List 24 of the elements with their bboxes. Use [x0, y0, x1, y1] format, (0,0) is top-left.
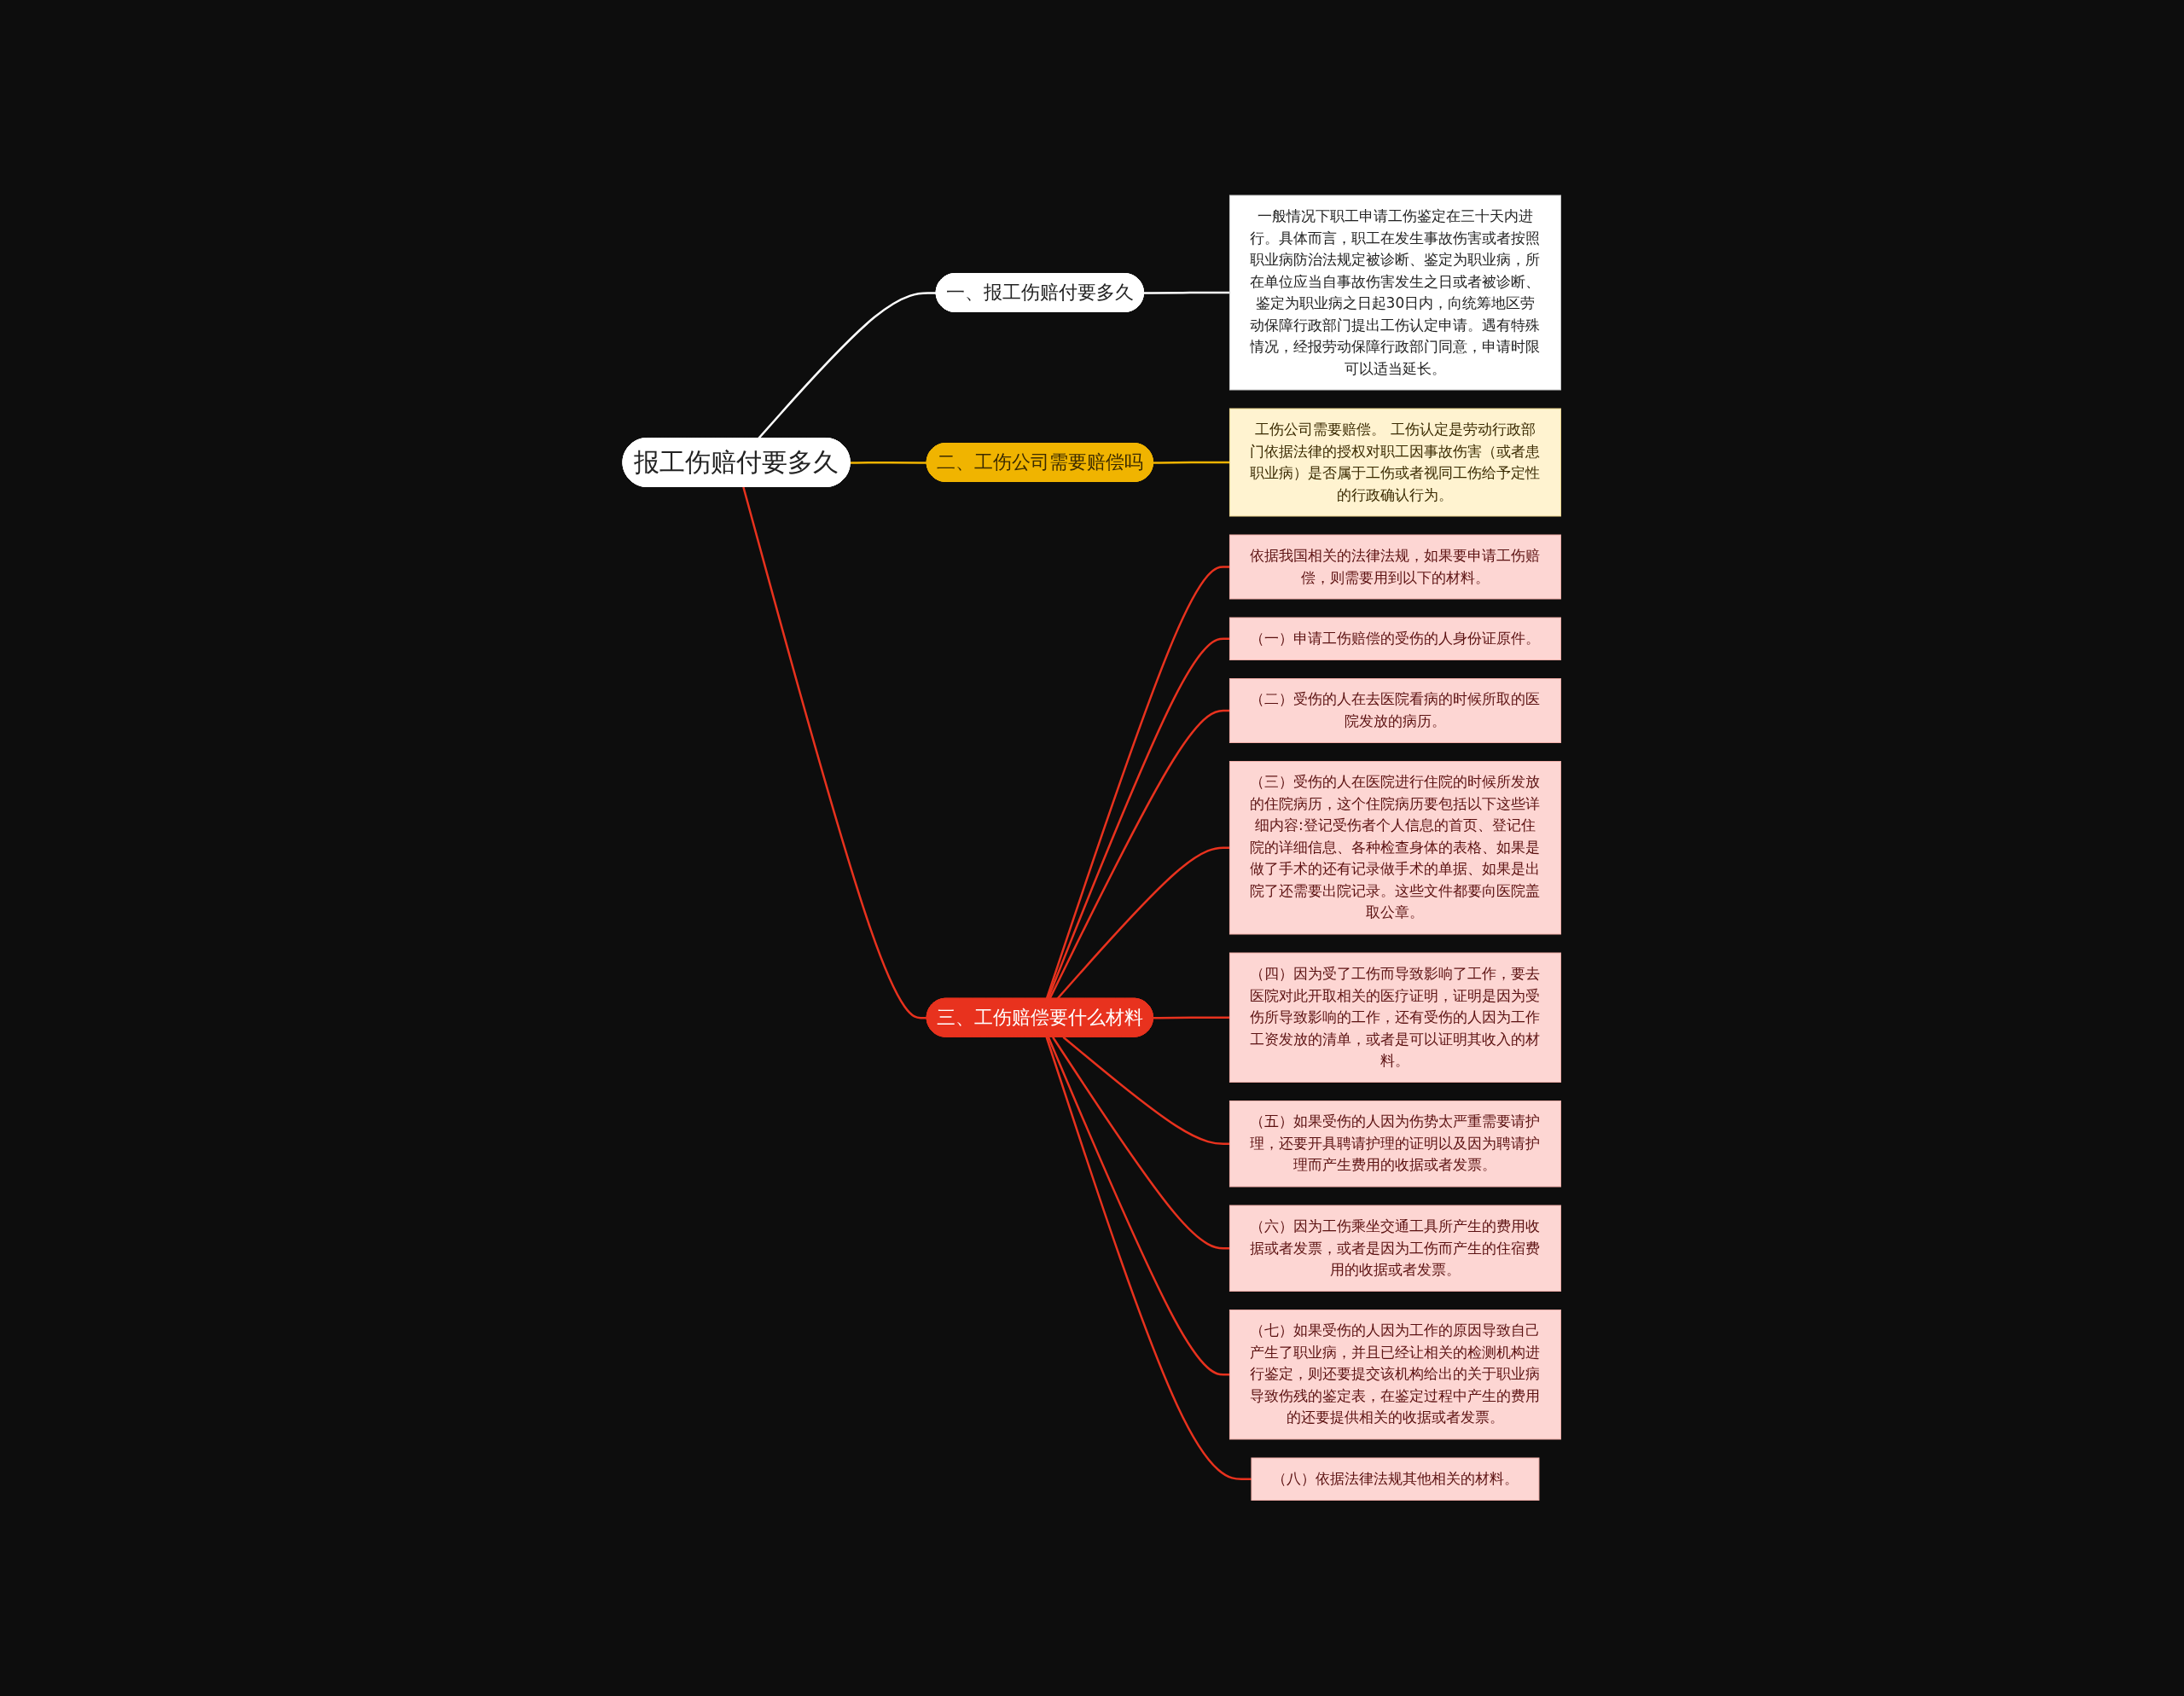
connector — [1047, 637, 1230, 1000]
node-box: （五）如果受伤的人因为伤势太严重需要请护理，还要开具聘请护理的证明以及因为聘请护理而产生费用的收据或者发票。 — [1229, 1101, 1562, 1188]
connector — [1056, 846, 1230, 1000]
connector — [1048, 1037, 1230, 1376]
node-box: （一）申请工伤赔偿的受伤的人身份证原件。 — [1229, 617, 1562, 661]
connector — [1153, 1016, 1230, 1019]
connector — [851, 462, 927, 464]
node-box: （四）因为受了工伤而导致影响了工作，要去医院对此开取相关的医疗证明，证明是因为受伤所导致影响的工作，还有受伤的人因为工作工资发放的清单，或者是可以证明其收入的材料。 — [1229, 952, 1562, 1083]
connector — [742, 486, 927, 1019]
connector — [1048, 710, 1230, 1000]
connector — [1045, 1037, 1252, 1481]
node-box: 依据我国相关的法律法规，如果要申请工伤赔偿，则需要用到以下的材料。 — [1229, 534, 1562, 600]
node-box: 工伤公司需要赔偿。 工伤认定是劳动行政部门依据法律的授权对职工因事故伤害（或者患职业病）是否属于工伤或者视同工伤给予定性的行政确认行为。 — [1229, 408, 1562, 517]
connector — [1046, 566, 1230, 1000]
node-box: （八）依据法律法规其他相关的材料。 — [1251, 1457, 1540, 1501]
node-box: （六）因为工伤乘坐交通工具所产生的费用收据或者发票，或者是因为工伤而产生的住宿费用的收据或者发票。 — [1229, 1205, 1562, 1292]
connector — [1144, 292, 1230, 294]
node-box: （三）受伤的人在医院进行住院的时候所发放的住院病历，这个住院病历要包括以下这些详细内容:登记受伤者个人信息的首页、登记住院的详细信息、各种检查身体的表格、如果是做了手术的还有记录做手术的单据、如果是出院了还需要出院记录。这些文件都要向医院盖取公章。 — [1229, 761, 1562, 935]
connector — [1153, 462, 1230, 464]
connector — [1062, 1037, 1230, 1146]
connector — [1052, 1037, 1230, 1250]
node-box: （二）受伤的人在去医院看病的时候所取的医院发放的病历。 — [1229, 678, 1562, 744]
node-box: （七）如果受伤的人因为工作的原因导致自己产生了职业病，并且已经让相关的检测机构进行鉴定，则还要提交该机构给出的关于职业病导致伤残的鉴定表，在鉴定过程中产生的费用的还要提供相关的收据或者发票。 — [1229, 1310, 1562, 1440]
node-box: 一般情况下职工申请工伤鉴定在三十天内进行。具体而言，职工在发生事故伤害或者按照职业病防治法规定被诊断、鉴定为职业病，所在单位应当自事故伤害发生之日或者被诊断、鉴定为职业病之日起30日内，向统筹地区劳动保障行政部门提出工伤认定申请。遇有特殊情况，经报劳动保障行政部门同意，申请时限可以适当延长。 — [1229, 195, 1562, 391]
